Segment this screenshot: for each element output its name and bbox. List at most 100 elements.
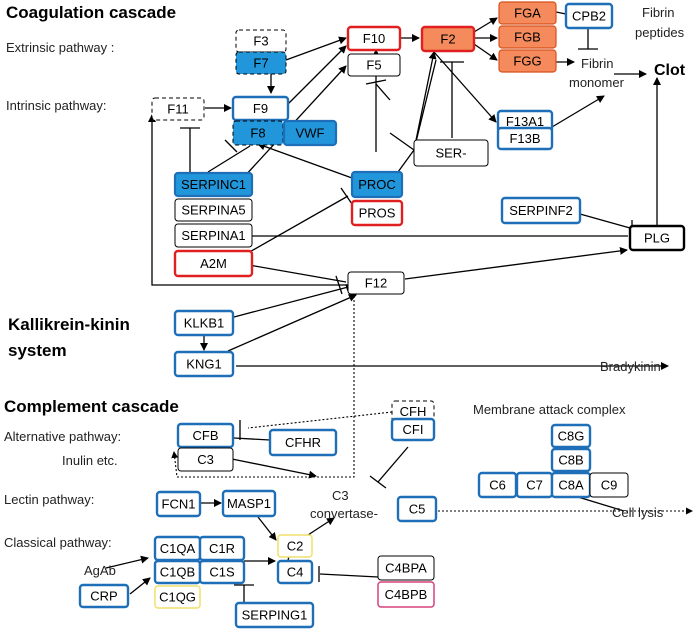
node-label-c1s: C1S — [209, 565, 235, 580]
node-label-f3: F3 — [253, 34, 268, 49]
node-label-c1qg: C1QG — [159, 590, 196, 605]
node-pros: PROS — [350, 199, 404, 227]
node-label-f5: F5 — [366, 58, 381, 73]
node-box-serpina1 — [174, 223, 253, 248]
node-c1r: C1R — [198, 535, 246, 562]
node-label-f2: F2 — [440, 32, 455, 47]
node-c6: C6 — [477, 471, 518, 499]
node-box-f7 — [235, 51, 287, 75]
edge-f5-bar — [365, 79, 387, 85]
node-cfh: CFH — [391, 400, 435, 423]
node-label-c3: C3 — [197, 452, 214, 467]
node-label-c1qa: C1QA — [160, 541, 196, 556]
node-label-f13a1: F13A1 — [506, 114, 544, 129]
node-label-cfh: CFH — [400, 404, 427, 419]
node-box-cfhr — [268, 428, 338, 457]
node-label-cfhr: CFHR — [285, 435, 321, 450]
node-box-serpinf2 — [500, 196, 582, 225]
label-lectin: Lectin pathway: — [4, 492, 94, 507]
label-classical: Classical pathway: — [4, 535, 112, 550]
edge-f2-f13 — [433, 51, 497, 123]
node-label-proc: PROC — [358, 177, 396, 192]
label-c3conv-2: convertase- — [310, 506, 378, 521]
node-label-fgb: FGB — [514, 30, 541, 45]
node-box-f11 — [151, 97, 205, 121]
node-label-c5: C5 — [409, 502, 426, 517]
node-fga: FGA — [498, 1, 557, 25]
node-c1s: C1S — [198, 559, 246, 585]
node-c4bpa: C4BPA — [377, 555, 435, 581]
node-box-c4 — [276, 559, 314, 585]
node-label-c4bpb: C4BPB — [385, 587, 428, 602]
node-c1qg: C1QG — [154, 585, 201, 609]
edge-cfhr-cfb — [233, 437, 271, 441]
node-label-f12: F12 — [365, 276, 387, 291]
node-c8g: C8G — [550, 423, 592, 449]
node-f7: F7 — [235, 51, 287, 75]
node-f9: F9 — [231, 95, 290, 122]
node-box-fcn1 — [155, 490, 202, 518]
node-label-c7: C7 — [526, 478, 543, 493]
node-box-fga — [498, 1, 557, 25]
header-kallikrein-2: system — [8, 341, 67, 360]
node-klkb1: KLKB1 — [173, 309, 235, 337]
edge-c4bpa-c4 — [319, 573, 379, 578]
node-c8a: C8A — [550, 471, 592, 499]
node-a2m: A2M — [173, 249, 254, 278]
node-box-fgg — [498, 49, 557, 73]
node-label-c8b: C8B — [558, 453, 583, 468]
node-f8: F8 — [232, 120, 284, 146]
node-label-f7: F7 — [253, 56, 268, 71]
node-box-f9 — [231, 95, 290, 122]
edge-f13-monomer — [551, 95, 605, 128]
node-label-cpb2: CPB2 — [572, 9, 606, 24]
node-cfhr: CFHR — [268, 428, 338, 457]
node-f13b: F13B — [496, 126, 554, 151]
node-label-serpina1: SERPINA1 — [181, 228, 245, 243]
node-crp: CRP — [78, 583, 130, 609]
node-box-serpinc1 — [173, 171, 254, 198]
node-box-serpina5 — [174, 198, 253, 222]
edges — [105, 11, 693, 604]
label-intrinsic: Intrinsic pathway: — [6, 98, 106, 113]
label-c3conv-1: C3 — [332, 488, 349, 503]
node-label-c1qb: C1QB — [160, 565, 195, 580]
node-cpb2: CPB2 — [564, 2, 614, 30]
node-c8b: C8B — [550, 447, 592, 473]
edge-proc-bar — [340, 187, 353, 205]
node-cfi: CFI — [390, 417, 436, 442]
node-box-crp — [78, 583, 130, 609]
label-clot: Clot — [654, 62, 686, 79]
node-box-c8g — [550, 423, 592, 449]
edge-f2-fga — [473, 17, 498, 33]
edge-klkb1-f12 — [227, 284, 353, 322]
node-fcn1: FCN1 — [155, 490, 202, 518]
edge-cfh-cfb-dotted — [247, 411, 393, 429]
node-label-cfb: CFB — [193, 428, 219, 443]
node-box-f10 — [346, 25, 402, 52]
label-inulin: Inulin etc. — [62, 453, 118, 468]
node-label-serpinc1: SERPINC1 — [181, 177, 246, 192]
node-fgb: FGB — [498, 25, 557, 49]
edge-proc-f8 — [257, 142, 353, 179]
node-label-serping1: SERPING1 — [242, 608, 308, 623]
node-box-proc — [350, 170, 404, 199]
node-label-ser: SER- — [435, 146, 466, 161]
node-box-cfb — [176, 422, 235, 449]
node-label-vwf: VWF — [296, 126, 325, 141]
edge-f12-plg — [404, 246, 628, 280]
node-box-klkb1 — [173, 309, 235, 337]
node-cfb: CFB — [176, 422, 235, 449]
node-f11: F11 — [151, 97, 205, 121]
node-label-fcn1: FCN1 — [162, 497, 196, 512]
node-box-fgb — [498, 25, 557, 49]
label-membrane-attack: Membrane attack complex — [473, 402, 626, 417]
header-complement: Complement cascade — [4, 397, 179, 416]
node-label-c6: C6 — [489, 478, 506, 493]
edge-f7-f10 — [285, 36, 347, 61]
node-box-c9 — [589, 472, 629, 498]
edge-cfi-bar — [369, 475, 387, 489]
node-box-f12 — [347, 271, 405, 295]
node-label-fgg: FGG — [513, 54, 541, 69]
edge-agab-c1 — [105, 555, 149, 569]
